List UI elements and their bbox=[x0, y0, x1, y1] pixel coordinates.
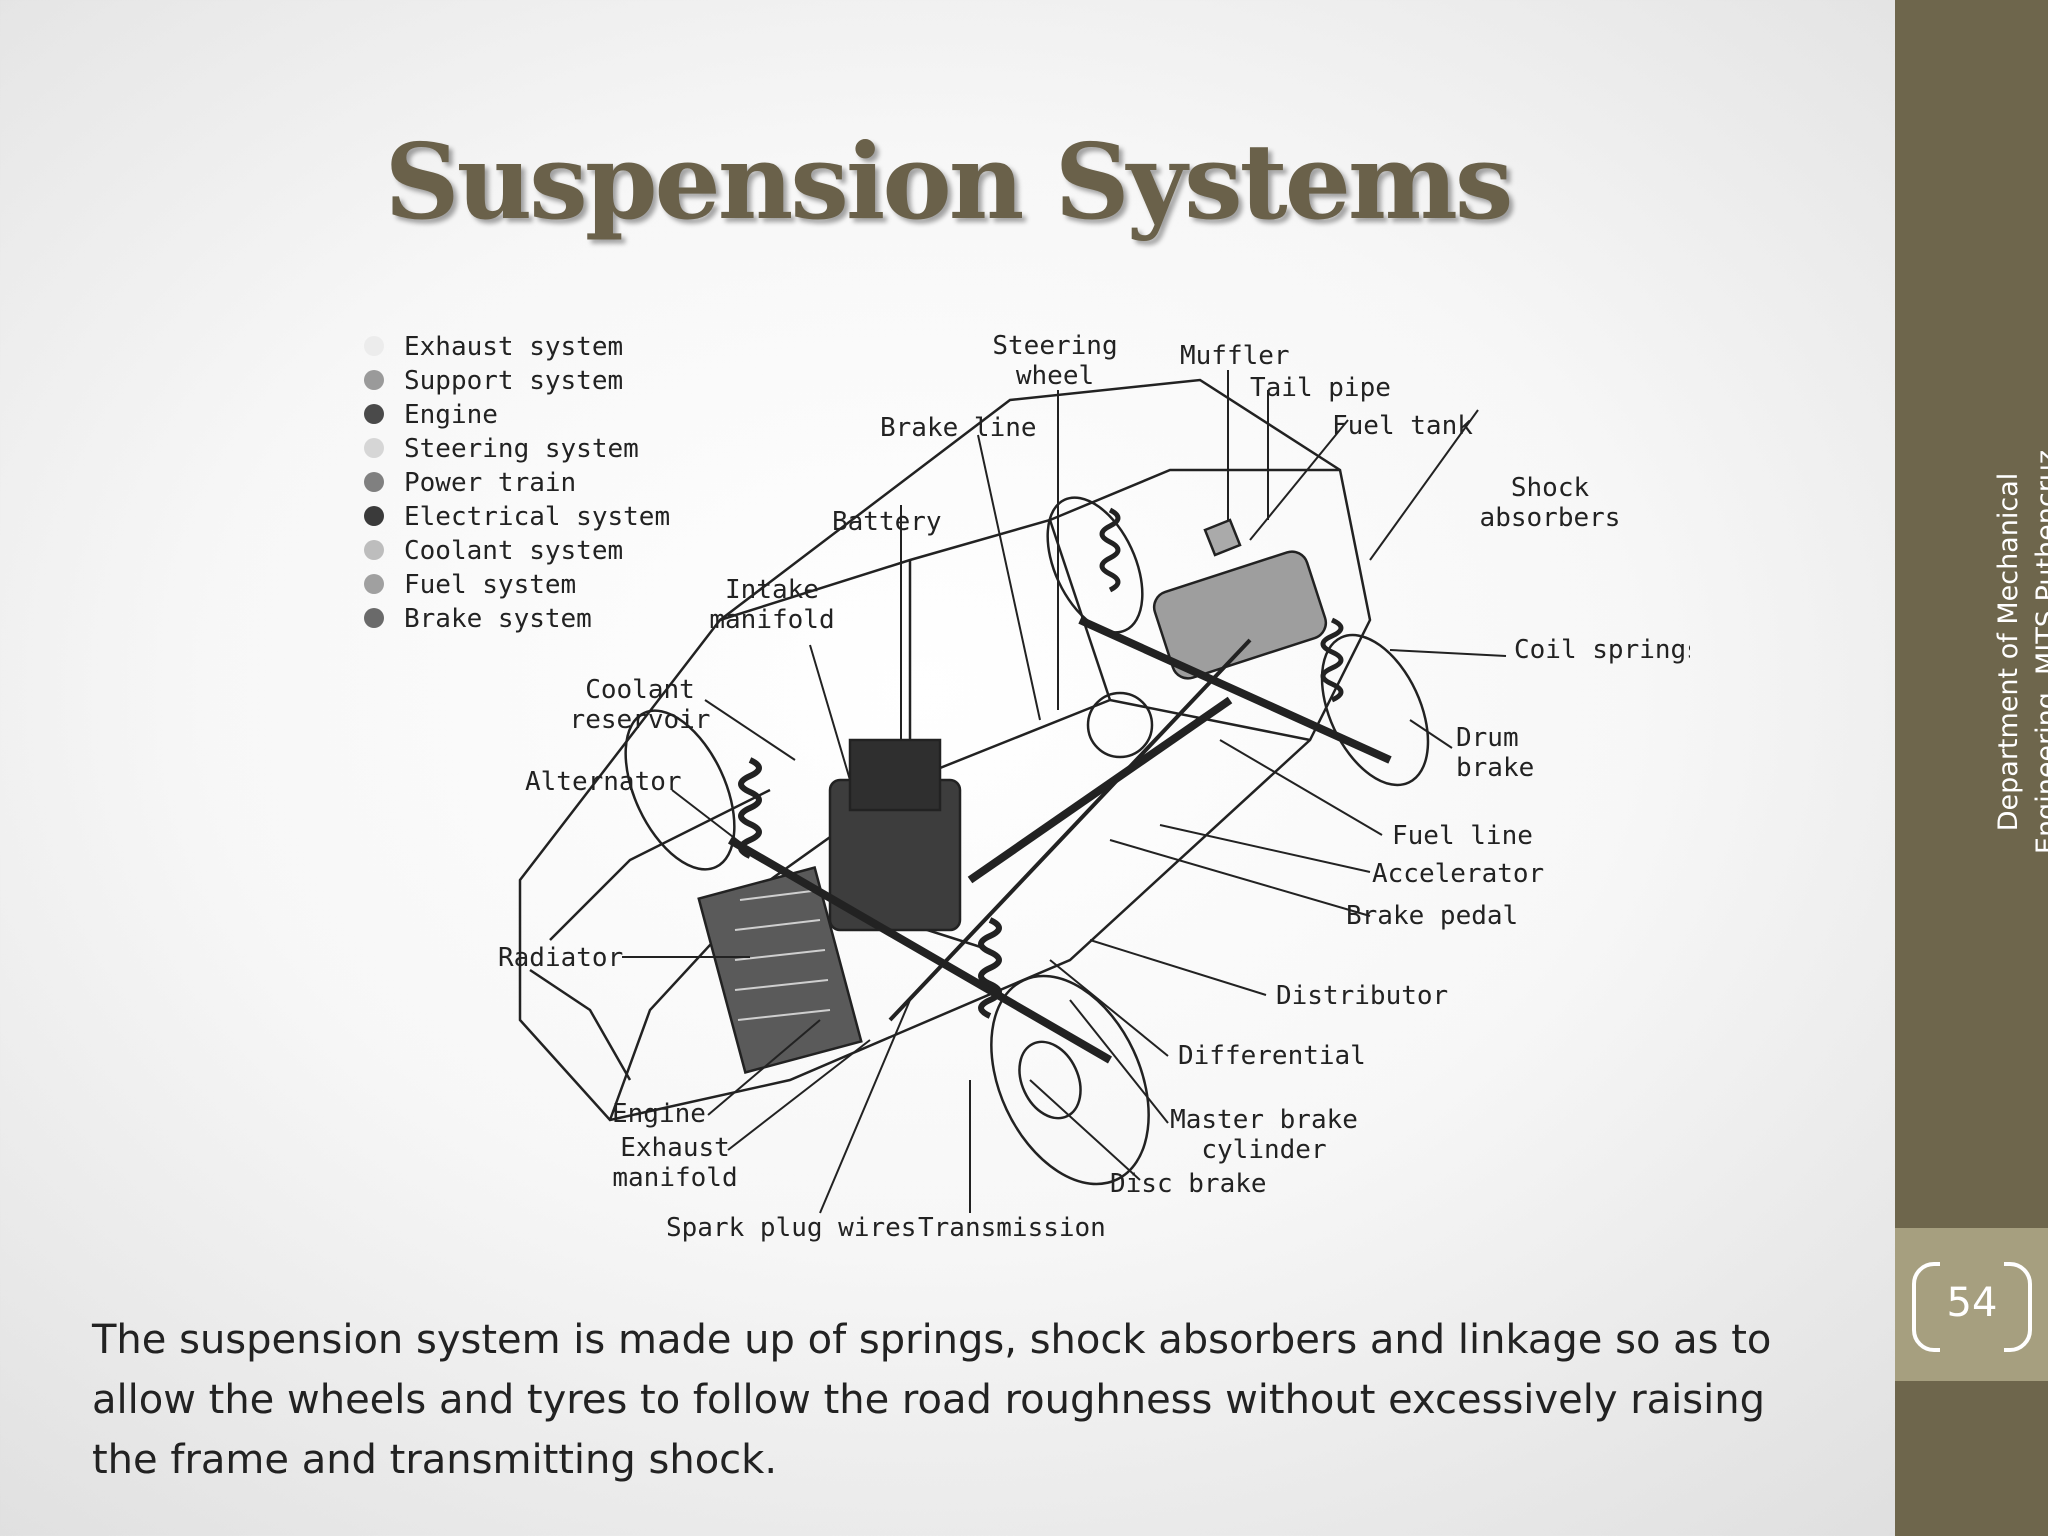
label-tail-pipe: Tail pipe bbox=[1250, 373, 1391, 403]
label-steering-wheel-line1: Steering bbox=[992, 331, 1117, 361]
slide-title: Suspension Systems bbox=[384, 120, 1514, 243]
legend-label-exhaust-system: Exhaust system bbox=[404, 332, 623, 362]
label-drum-brake-line2: brake bbox=[1456, 753, 1534, 783]
legend-dot-brake-system bbox=[364, 608, 384, 628]
label-master-brake-cylinder-line1: Master brake bbox=[1170, 1105, 1358, 1135]
fuel-tank-shape bbox=[1152, 550, 1328, 680]
label-distributor: Distributor bbox=[1276, 981, 1448, 1011]
legend-label-coolant-system: Coolant system bbox=[404, 536, 623, 566]
label-shock-absorbers-line1: Shock bbox=[1511, 473, 1590, 503]
label-exhaust-manifold-line1: Exhaust bbox=[620, 1133, 730, 1163]
legend-dot-electrical-system bbox=[364, 506, 384, 526]
drive-shaft bbox=[967, 696, 1233, 884]
label-battery: Battery bbox=[832, 507, 942, 537]
label-fuel-tank: Fuel tank bbox=[1332, 411, 1473, 441]
rear-left-coil-spring bbox=[1099, 507, 1121, 593]
car-body-outline bbox=[518, 378, 1372, 1122]
legend-label-fuel-system: Fuel system bbox=[404, 570, 576, 600]
page-number-bracket-gap bbox=[1940, 1250, 2004, 1365]
label-transmission: Transmission bbox=[918, 1213, 1106, 1243]
label-radiator: Radiator bbox=[498, 943, 623, 973]
footer-department: Department of Mechanical Engineering, MI… bbox=[1990, 392, 2048, 912]
front-left-coil-spring bbox=[738, 757, 762, 859]
legend: Exhaust system Support system Engine Ste… bbox=[364, 332, 670, 634]
footer-line-2: Engineering, MITS Puthencruz bbox=[2031, 449, 2048, 855]
legend-label-engine: Engine bbox=[404, 400, 498, 430]
steering-wheel-shape bbox=[1086, 691, 1154, 759]
legend-dot-support-system bbox=[364, 370, 384, 390]
page-number: 54 bbox=[1946, 1280, 1998, 1326]
label-brake-pedal: Brake pedal bbox=[1346, 901, 1518, 931]
exhaust-pipe bbox=[888, 638, 1252, 1022]
label-exhaust-manifold-line2: manifold bbox=[612, 1163, 737, 1193]
legend-label-electrical-system: Electrical system bbox=[404, 502, 670, 532]
label-accelerator: Accelerator bbox=[1372, 859, 1544, 889]
label-intake-manifold-line2: manifold bbox=[709, 605, 834, 635]
callout-labels: Steering wheel Muffler Tail pipe Fuel ta… bbox=[498, 331, 1690, 1243]
label-alternator: Alternator bbox=[525, 767, 682, 797]
battery-shape bbox=[848, 738, 942, 812]
radiator-shape bbox=[697, 866, 863, 1074]
legend-dot-fuel-system bbox=[364, 574, 384, 594]
legend-dot-power-train bbox=[364, 472, 384, 492]
label-master-brake-cylinder-line2: cylinder bbox=[1201, 1135, 1326, 1165]
label-engine: Engine bbox=[612, 1099, 706, 1129]
legend-label-steering-system: Steering system bbox=[404, 434, 639, 464]
label-coolant-reservoir-line2: reservoir bbox=[570, 705, 711, 735]
muffler-shape bbox=[1203, 518, 1242, 557]
body-paragraph: The suspension system is made up of spri… bbox=[92, 1317, 1772, 1483]
label-differential: Differential bbox=[1178, 1041, 1366, 1071]
label-muffler: Muffler bbox=[1180, 341, 1290, 371]
legend-label-support-system: Support system bbox=[404, 366, 623, 396]
legend-label-power-train: Power train bbox=[404, 468, 576, 498]
label-disc-brake: Disc brake bbox=[1110, 1169, 1267, 1199]
legend-dot-coolant-system bbox=[364, 540, 384, 560]
leader-lines bbox=[622, 370, 1507, 1214]
wheels bbox=[624, 496, 1430, 1186]
car-systems-diagram: Exhaust system Support system Engine Ste… bbox=[364, 331, 1690, 1243]
front-right-coil-spring bbox=[978, 917, 1002, 1019]
label-drum-brake-line1: Drum bbox=[1456, 723, 1519, 753]
legend-dot-steering-system bbox=[364, 438, 384, 458]
label-coolant-reservoir-line1: Coolant bbox=[585, 675, 695, 705]
label-shock-absorbers-line2: absorbers bbox=[1480, 503, 1621, 533]
legend-label-brake-system: Brake system bbox=[404, 604, 592, 634]
rear-right-wheel bbox=[1320, 633, 1430, 787]
label-intake-manifold-line1: Intake bbox=[725, 575, 819, 605]
label-steering-wheel-line2: wheel bbox=[1016, 361, 1094, 391]
radiator-grille bbox=[734, 889, 831, 1021]
front-axle bbox=[727, 836, 1113, 1064]
legend-dot-exhaust-system bbox=[364, 336, 384, 356]
label-spark-plug-wires: Spark plug wires bbox=[666, 1213, 916, 1243]
components bbox=[697, 507, 1392, 1074]
rear-axle bbox=[1078, 616, 1392, 764]
front-left-wheel bbox=[624, 709, 736, 871]
rear-right-coil-spring bbox=[1320, 617, 1344, 703]
legend-dot-engine bbox=[364, 404, 384, 424]
front-right-wheel bbox=[990, 974, 1150, 1186]
label-coil-springs: Coil springs bbox=[1514, 635, 1690, 665]
label-fuel-line: Fuel line bbox=[1392, 821, 1533, 851]
footer-line-1: Department of Mechanical bbox=[1993, 472, 2024, 832]
label-brake-line: Brake line bbox=[880, 413, 1037, 443]
